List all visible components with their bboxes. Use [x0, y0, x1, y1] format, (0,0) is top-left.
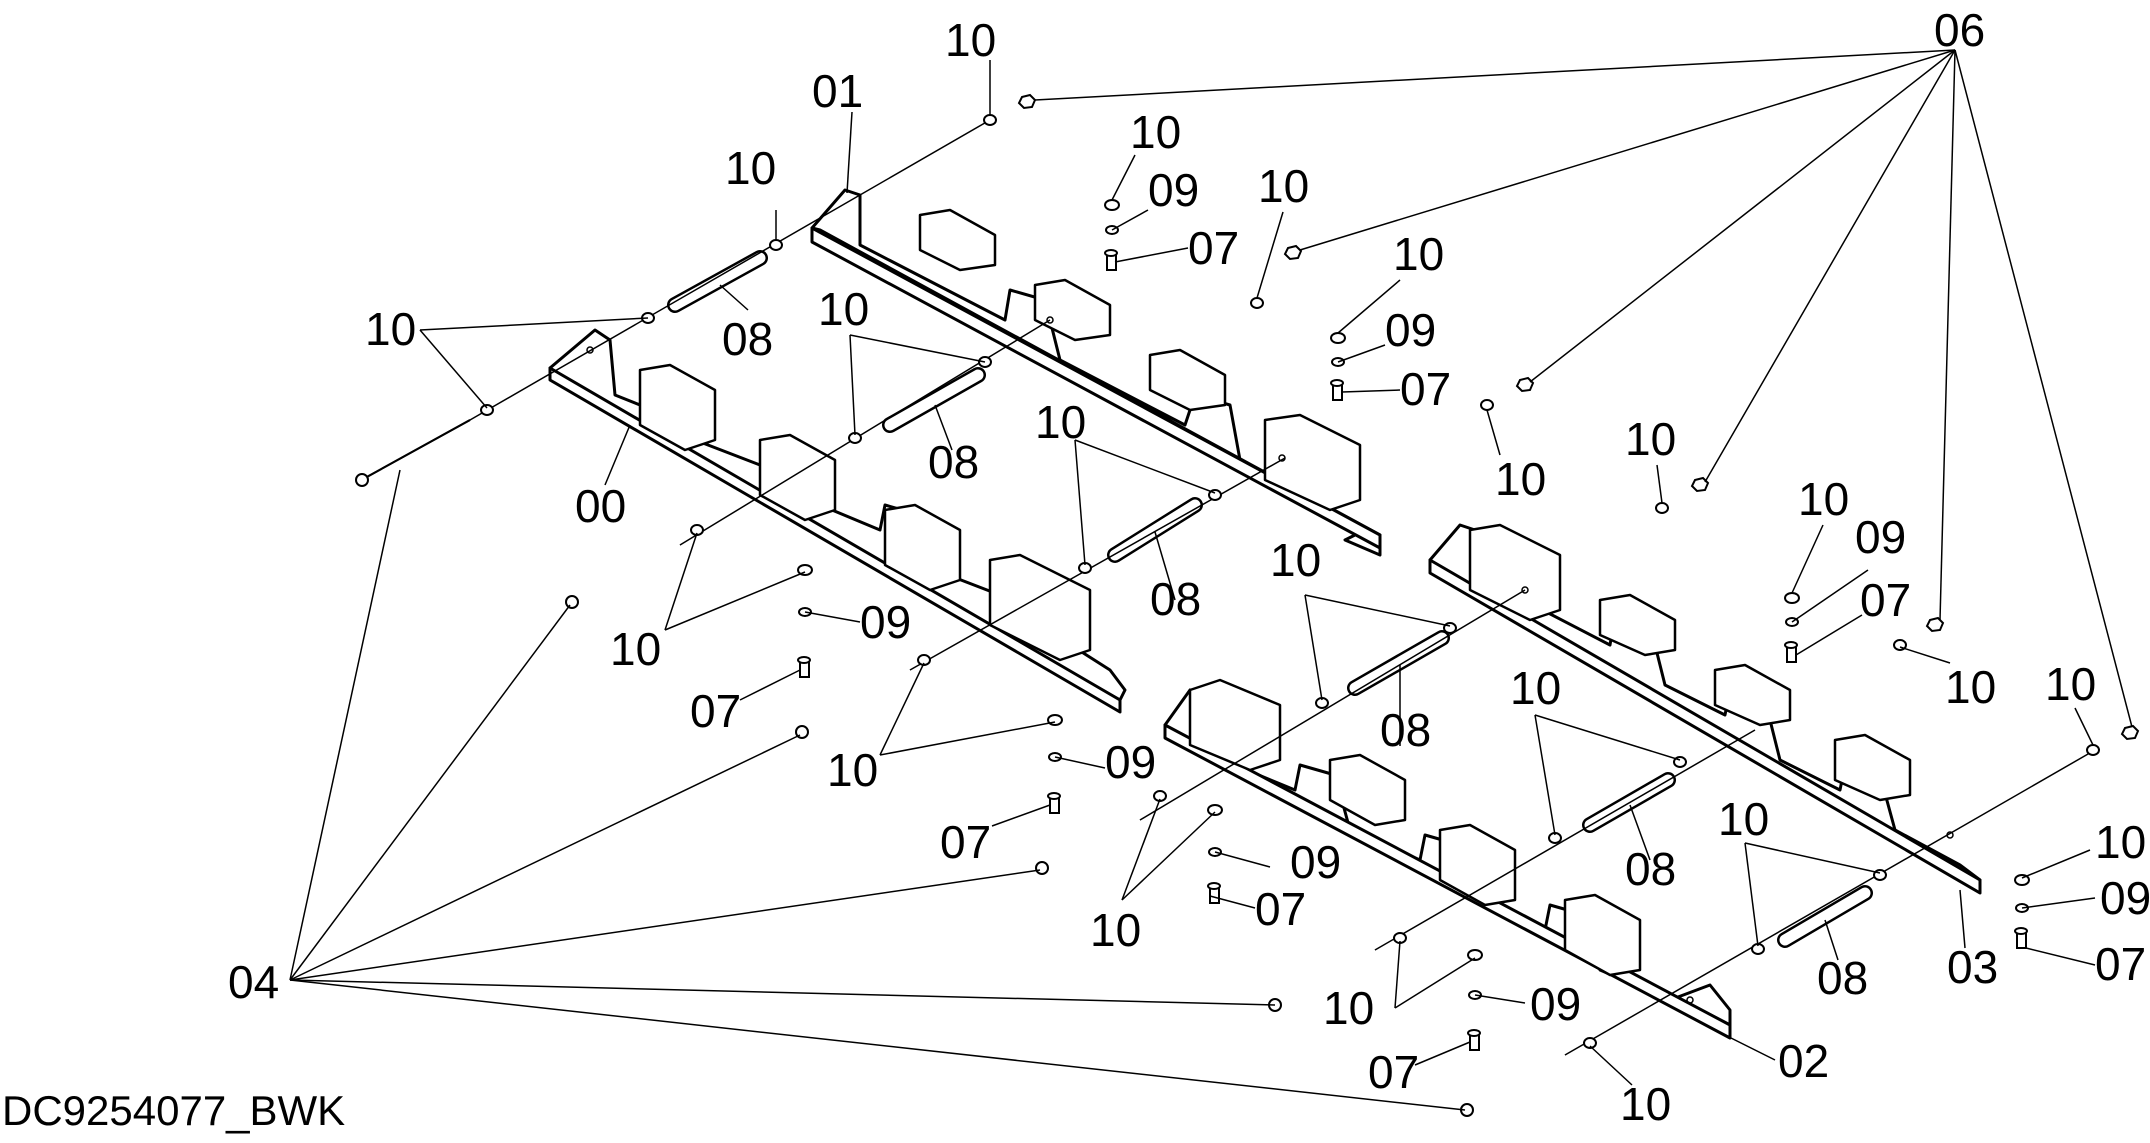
callout-10: 10	[1945, 661, 1996, 713]
tube-b	[882, 367, 986, 433]
rail-part-02	[1163, 678, 1732, 1040]
callout-09: 09	[860, 596, 911, 648]
callout-10: 10	[725, 142, 776, 194]
callout-07: 07	[1400, 363, 1451, 415]
callout-10: 10	[1090, 904, 1141, 956]
tube-a	[667, 250, 768, 313]
callout-10: 10	[1510, 662, 1561, 714]
long-bolt-d	[1035, 817, 1142, 875]
callout-08: 08	[928, 436, 979, 488]
callout-10: 10	[1798, 473, 1849, 525]
leader-lines	[289, 49, 2133, 1111]
callout-10: 10	[1258, 160, 1309, 212]
callout-07: 07	[1188, 222, 1239, 274]
long-bolts-04	[355, 419, 1567, 1117]
callout-08: 08	[1817, 952, 1868, 1004]
callout-07: 07	[1255, 883, 1306, 935]
long-bolt-b	[565, 542, 682, 609]
callout-07: 07	[1860, 574, 1911, 626]
drawing-number: DC9254077_BWK	[2, 1087, 345, 1134]
callout-10: 10	[2095, 816, 2146, 868]
callout-10: 10	[610, 623, 661, 675]
callout-10: 10	[1393, 228, 1444, 280]
callout-09: 09	[1290, 836, 1341, 888]
callout-07: 07	[690, 685, 741, 737]
tube-d	[1347, 630, 1450, 696]
callout-06: 06	[1934, 4, 1985, 56]
callout-10: 10	[1495, 453, 1546, 505]
callout-labels: 00 01 02 03 04 06 07 07 07 07 07 07 07 0…	[228, 4, 2150, 1130]
spacer-tubes-08	[667, 250, 1873, 948]
long-bolt-f	[1460, 1052, 1567, 1117]
rail-part-01	[810, 188, 1382, 557]
rail-part-03	[1428, 523, 1982, 895]
callout-00: 00	[575, 480, 626, 532]
callout-10: 10	[1035, 396, 1086, 448]
callout-10: 10	[1270, 534, 1321, 586]
rail-part-00	[548, 328, 1127, 714]
tube-f	[1777, 885, 1873, 948]
callout-07: 07	[940, 816, 991, 868]
callout-03: 03	[1947, 941, 1998, 993]
callout-10: 10	[1323, 982, 1374, 1034]
callout-08: 08	[1625, 843, 1676, 895]
callout-08: 08	[722, 313, 773, 365]
callout-07: 07	[1368, 1046, 1419, 1098]
callout-09: 09	[1385, 304, 1436, 356]
long-bolt-a	[355, 419, 471, 487]
callout-09: 09	[1148, 164, 1199, 216]
callout-01: 01	[812, 65, 863, 117]
callout-09: 09	[2100, 872, 2150, 924]
callout-10: 10	[2045, 658, 2096, 710]
callout-10: 10	[365, 303, 416, 355]
callout-09: 09	[1855, 511, 1906, 563]
callout-10: 10	[1718, 793, 1769, 845]
callout-07: 07	[2095, 938, 2146, 990]
callout-10: 10	[827, 744, 878, 796]
callout-10: 10	[1620, 1078, 1671, 1130]
callout-10: 10	[1625, 413, 1676, 465]
callout-02: 02	[1778, 1035, 1829, 1087]
callout-08: 08	[1150, 573, 1201, 625]
callout-09: 09	[1105, 736, 1156, 788]
callout-10: 10	[818, 283, 869, 335]
callout-08: 08	[1380, 704, 1431, 756]
callout-09: 09	[1530, 978, 1581, 1030]
callout-10: 10	[1130, 106, 1181, 158]
callout-10: 10	[945, 14, 996, 66]
callout-04: 04	[228, 956, 279, 1008]
